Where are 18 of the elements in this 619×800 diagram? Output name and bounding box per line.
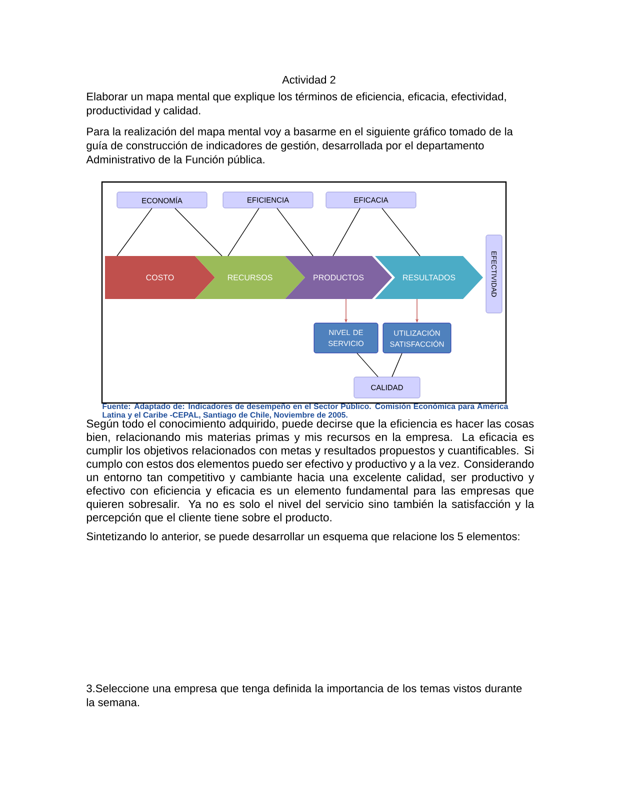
connector-line [382,208,420,256]
connector-line [174,208,222,256]
connector-line [392,352,402,378]
paragraph: Sintetizando lo anterior, se puede desarrollar un esquema que relacione los 5 elementos: [86,532,520,542]
paragraph: Para la realización del mapa mental voy a basarme en el siguiente gráfico tomado de la guía de construcción de indicadores de gestión, desarrollada por el departamento Administrativo de la Función pública. [86,127,513,166]
process-step: RECURSOS [195,256,305,299]
process-step: PRODUCTOS [285,256,392,299]
paragraph: Según todo el conocimiento adquirido, puede decirse que la eficiencia es hacer las cosas bien, relacionando mis materias primas y mis recursos en la empresa. La eficacia es cumplir los objetivos relacionados con metas y resultados propuestos y cuantificables. Si cumplo con estos dos elementos puedo ser efectivo y productivo y a la vez. Considerando un entorno tan competitivo y cambiante hacia una excelente calidad, ser productivo y efectivo con eficiencia y eficacia es un elemento fundamental para las empresas que quieren sobresalir. Ya no es solo el nivel del servicio sino también la satisfacción y la percepción que el cliente tiene sobre el producto. [86,419,534,524]
question-text: 3.Seleccione una empresa que tenga definida la importancia de los temas vistos durante la semana. [86,684,522,706]
connector-line [332,208,360,256]
connector-line [356,352,378,378]
connector-line [228,208,260,256]
connector-line [276,208,314,256]
process-step: COSTO [105,256,215,299]
instruction-text: Elaborar un mapa mental que explique los términos de eficiencia, eficacia, efectividad, productividad y calidad. [86,92,506,117]
heading: Actividad 2 [282,76,336,84]
connector-line [116,208,152,256]
process-step: RESULTADOS [375,256,483,299]
